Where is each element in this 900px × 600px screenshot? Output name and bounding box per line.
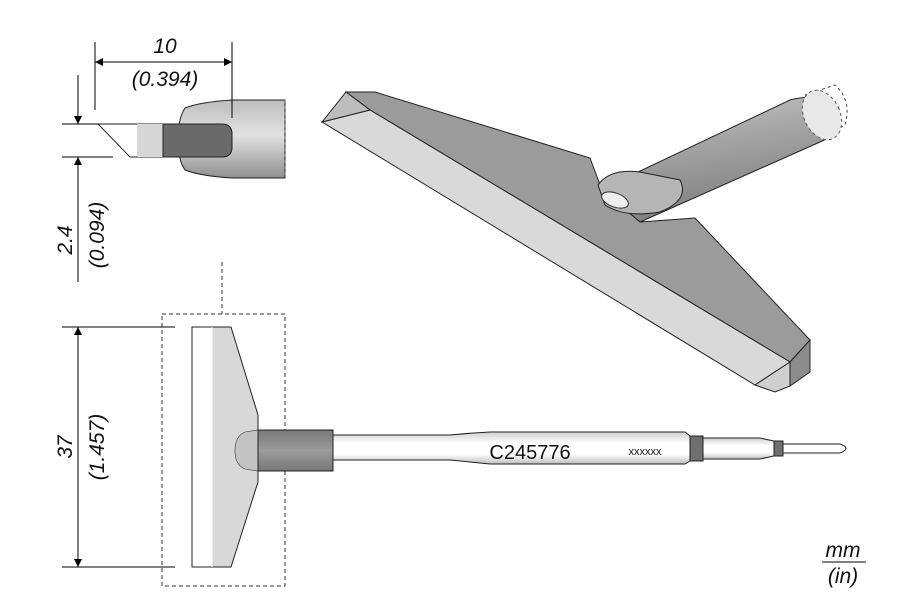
tip-thickness-in: (0.094)	[86, 202, 109, 269]
part-number: C245776	[489, 442, 570, 464]
tip-side-detail	[96, 99, 286, 179]
tip-thickness-mm: 2.4	[54, 225, 77, 255]
serial-placeholder: xxxxxx	[629, 446, 663, 458]
tip-isometric-view	[320, 84, 848, 393]
cartridge-plan-view: C245776 xxxxxx	[191, 326, 847, 568]
dimension-tip-length: 10 (0.394)	[94, 35, 233, 118]
tip-length-mm: 10	[153, 35, 177, 58]
tip-length-in: (0.394)	[132, 68, 199, 91]
dimension-blade-width: 37 (1.457)	[54, 326, 175, 568]
dimension-tip-thickness: 2.4 (0.094)	[54, 75, 113, 282]
units-legend: mm (in)	[822, 539, 866, 588]
units-in: (in)	[828, 565, 858, 588]
blade-width-in: (1.457)	[86, 414, 109, 481]
blade-width-mm: 37	[54, 434, 77, 459]
units-mm: mm	[826, 539, 861, 562]
